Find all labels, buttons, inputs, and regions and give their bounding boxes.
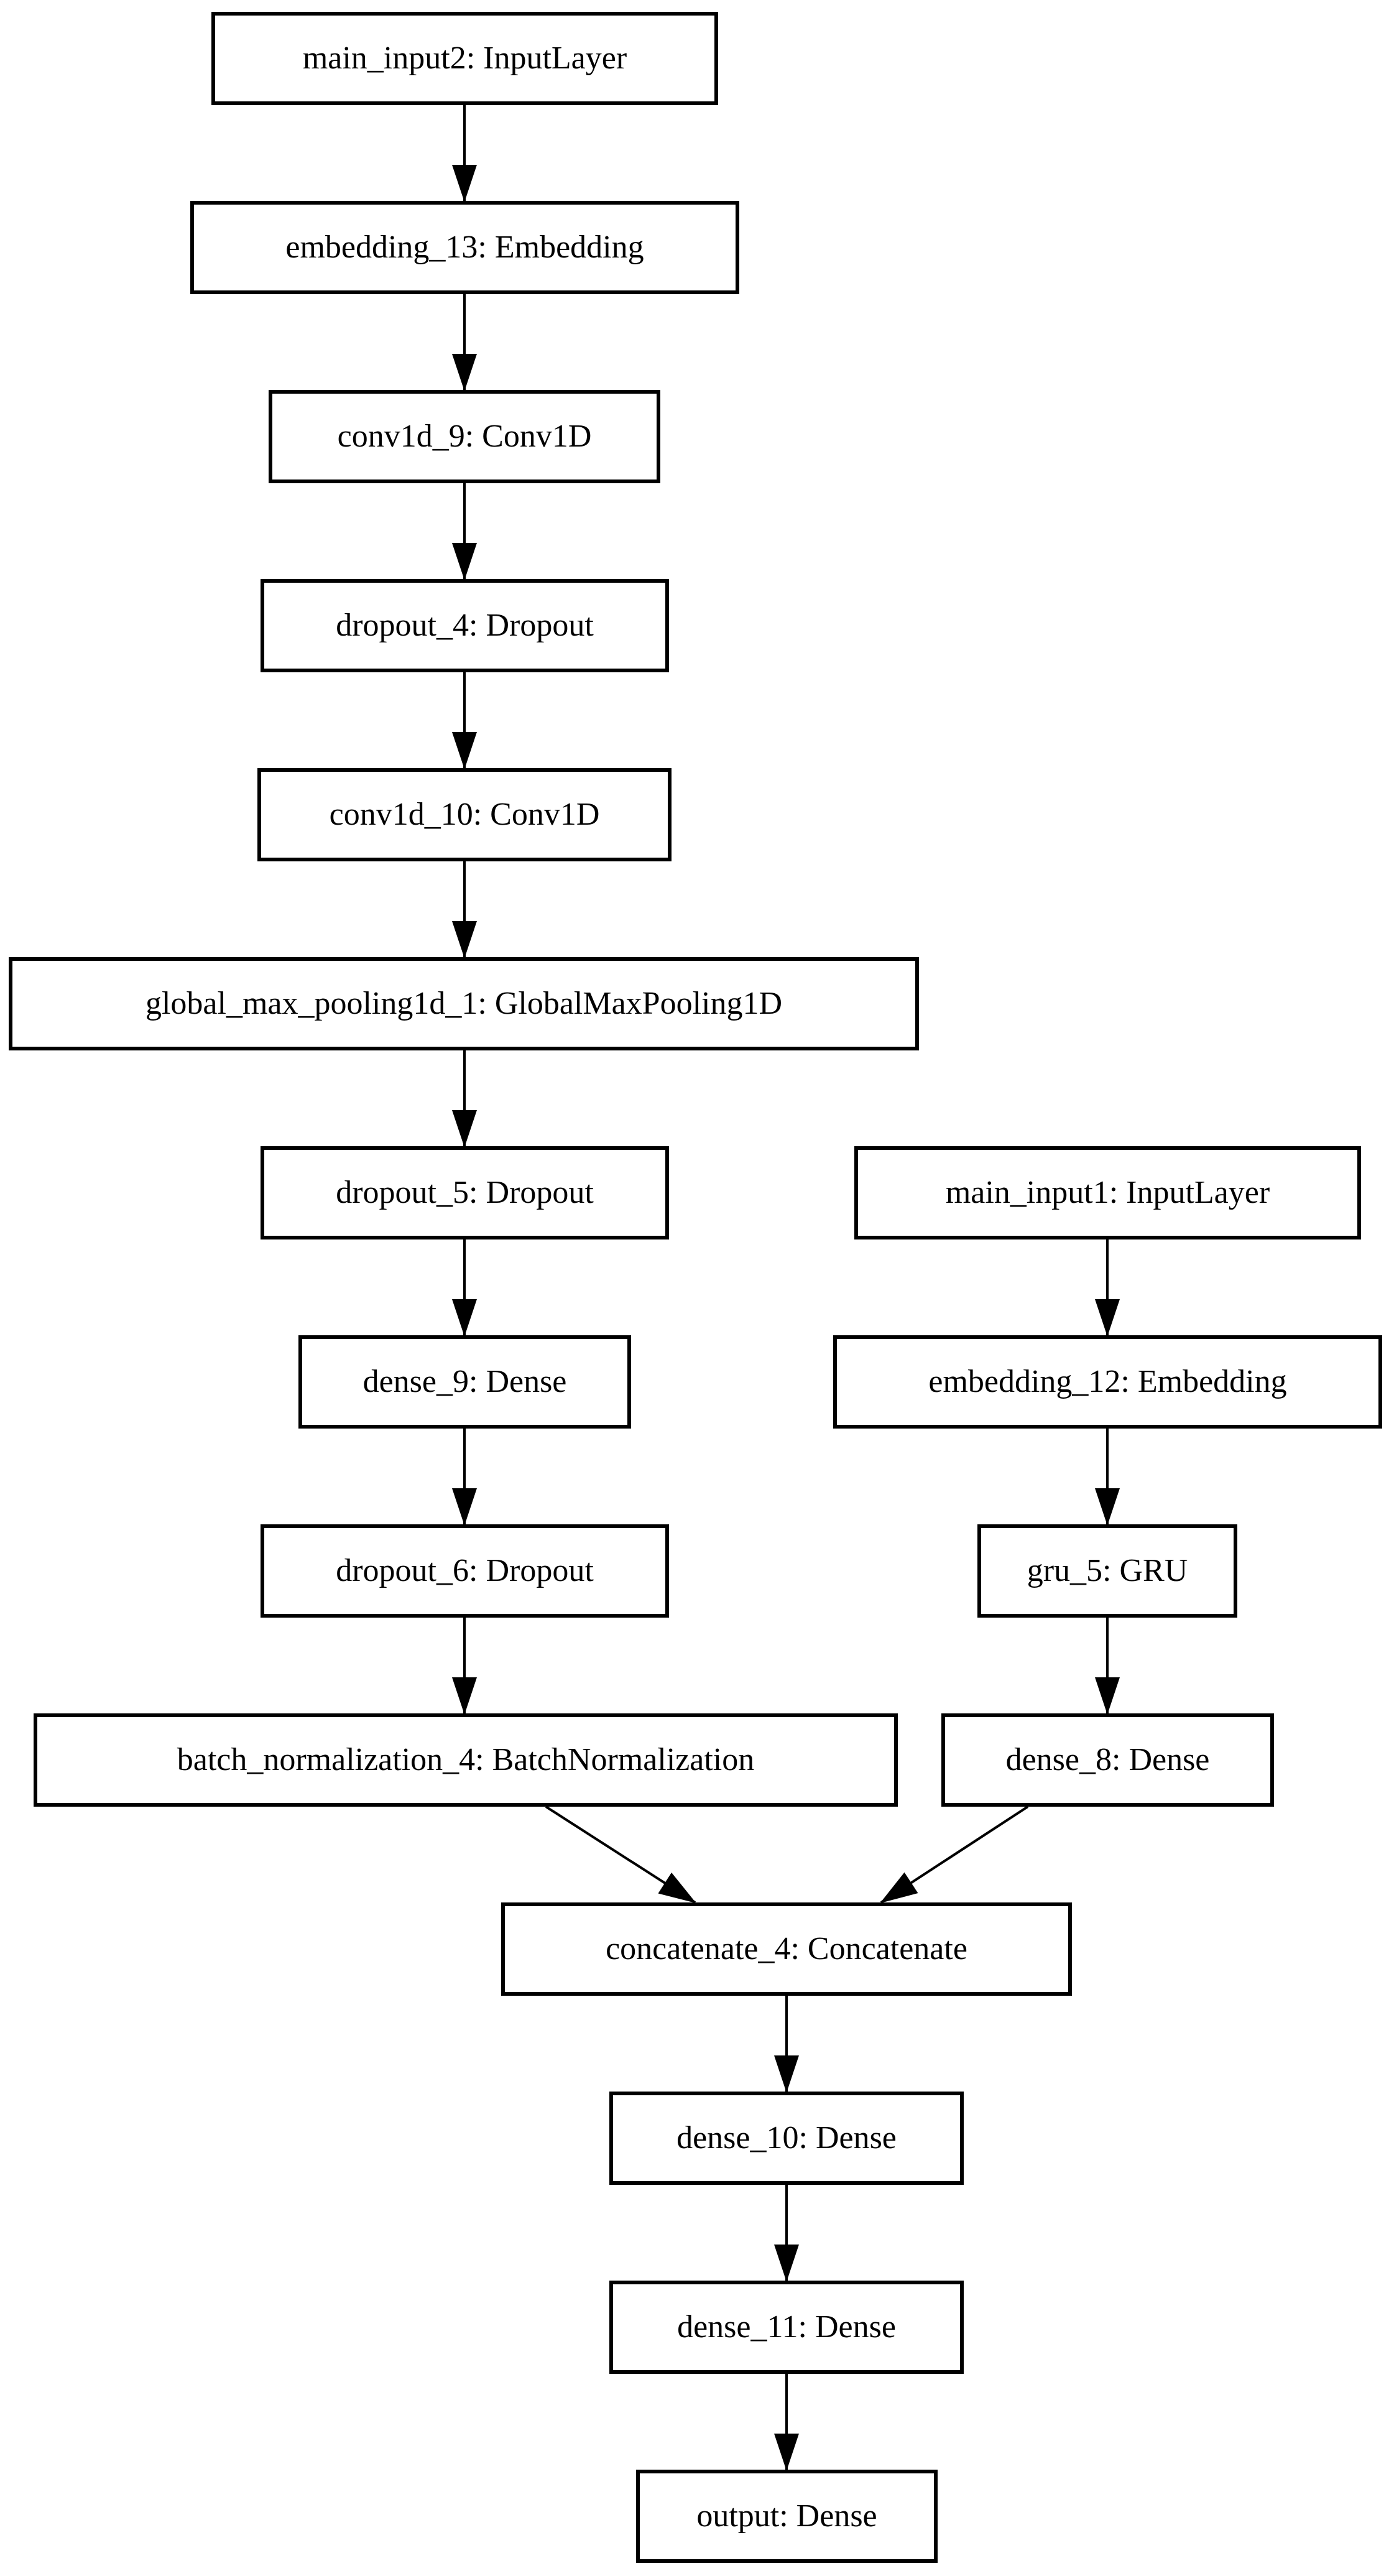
node-dropout_5: dropout_5: Dropout — [261, 1146, 669, 1239]
node-dense_9: dense_9: Dense — [298, 1335, 631, 1429]
node-embedding_13: embedding_13: Embedding — [190, 201, 739, 294]
node-gru_5: gru_5: GRU — [977, 1524, 1237, 1618]
node-batch_normalization_4: batch_normalization_4: BatchNormalizatio… — [34, 1713, 898, 1807]
node-embedding_12: embedding_12: Embedding — [833, 1335, 1382, 1429]
node-global_max_pooling1d_1: global_max_pooling1d_1: GlobalMaxPooling… — [9, 957, 919, 1050]
node-main_input2: main_input2: InputLayer — [211, 12, 718, 105]
node-dense_10: dense_10: Dense — [609, 2092, 964, 2185]
edge-batch_normalization_4-concatenate_4 — [545, 1805, 696, 1904]
node-main_input1: main_input1: InputLayer — [854, 1146, 1361, 1239]
node-dense_11: dense_11: Dense — [609, 2281, 964, 2374]
node-conv1d_9: conv1d_9: Conv1D — [269, 390, 660, 483]
node-conv1d_10: conv1d_10: Conv1D — [257, 768, 672, 861]
node-dense_8: dense_8: Dense — [941, 1713, 1274, 1807]
node-dropout_6: dropout_6: Dropout — [261, 1524, 669, 1618]
node-concatenate_4: concatenate_4: Concatenate — [501, 1902, 1072, 1996]
node-dropout_4: dropout_4: Dropout — [261, 579, 669, 672]
node-output: output: Dense — [636, 2470, 938, 2563]
edge-dense_8-concatenate_4 — [880, 1805, 1029, 1904]
